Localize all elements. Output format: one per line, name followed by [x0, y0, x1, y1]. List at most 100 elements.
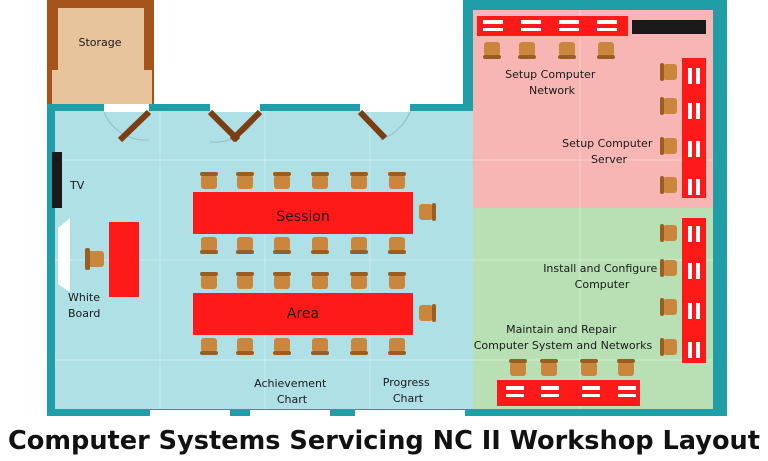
computer-icon [541, 394, 559, 397]
chair [509, 359, 527, 376]
chair [660, 97, 677, 115]
white-board-icon [58, 218, 70, 292]
chair [419, 203, 436, 221]
computer-icon [521, 28, 541, 31]
chair [483, 42, 501, 59]
tv-icon [52, 152, 62, 208]
chair [558, 42, 576, 59]
chair [388, 272, 406, 289]
computer-icon [688, 103, 692, 119]
computer-icon [688, 342, 692, 358]
doors [103, 104, 411, 143]
computer-icon [506, 394, 524, 397]
session-label: Session [276, 209, 329, 225]
chair [388, 237, 406, 254]
chair [311, 237, 329, 254]
install-bench [682, 218, 706, 363]
computer-icon [559, 20, 579, 24]
chair [200, 172, 218, 189]
computer-icon [688, 303, 692, 319]
chair [660, 176, 677, 194]
page-title: Computer Systems Servicing NC II Worksho… [8, 426, 760, 456]
chair [273, 172, 291, 189]
chair [419, 304, 436, 322]
tv-label: TV [69, 179, 85, 192]
chair [660, 137, 677, 155]
maintain-repair-label: Maintain and Repair Computer System and … [474, 323, 653, 352]
progress-chart-label: Progress Chart [383, 376, 433, 405]
computer-icon [597, 20, 617, 24]
chair [236, 272, 254, 289]
computer-icon [696, 226, 700, 242]
chair [597, 42, 615, 59]
computer-icon [582, 386, 600, 390]
teacher-desk [109, 222, 139, 297]
chair [273, 237, 291, 254]
computers [483, 20, 700, 397]
computer-icon [506, 386, 524, 390]
white-board-label: White Board [68, 291, 104, 320]
computer-icon [541, 386, 559, 390]
computer-icon [696, 342, 700, 358]
chair [660, 224, 677, 242]
computer-icon [597, 28, 617, 31]
chairs [200, 42, 677, 376]
chair [200, 237, 218, 254]
chair [617, 359, 635, 376]
computer-icon [688, 68, 692, 84]
computer-icon [696, 141, 700, 157]
achievement-chart-label: Achievement Chart [254, 377, 330, 406]
computer-icon [688, 141, 692, 157]
computer-icon [618, 386, 636, 390]
chair [518, 42, 536, 59]
computer-icon [688, 226, 692, 242]
computer-icon [483, 20, 503, 24]
computer-icon [483, 28, 503, 31]
computer-icon [688, 179, 692, 195]
area-label: Area [287, 306, 319, 322]
chair [311, 338, 329, 355]
computer-icon [696, 179, 700, 195]
computer-icon [696, 303, 700, 319]
chair [200, 272, 218, 289]
chair [311, 172, 329, 189]
chair [350, 237, 368, 254]
server-bench [682, 58, 706, 198]
computer-icon [696, 263, 700, 279]
bottom-windows [150, 410, 465, 416]
area-table [193, 293, 413, 335]
chair [273, 338, 291, 355]
chair [660, 259, 677, 277]
computer-icon [582, 394, 600, 397]
floor-grid [55, 10, 713, 409]
server-rack [632, 20, 706, 34]
storage-area: Storage [47, 0, 154, 104]
repair-bench [497, 380, 640, 406]
install-configure-label: Install and Configure Computer [543, 262, 661, 291]
chair [540, 359, 558, 376]
computer-icon [618, 394, 636, 397]
storage-label: Storage [78, 36, 121, 49]
chair [236, 237, 254, 254]
computer-icon [559, 28, 579, 31]
chair [388, 172, 406, 189]
chair [273, 272, 291, 289]
network-bench [477, 16, 628, 36]
computer-icon [688, 263, 692, 279]
chair [236, 338, 254, 355]
chair [580, 359, 598, 376]
chair [350, 172, 368, 189]
computer-icon [696, 68, 700, 84]
chair [660, 63, 677, 81]
chair [236, 172, 254, 189]
chair [311, 272, 329, 289]
chair [388, 338, 406, 355]
session-table [193, 192, 413, 234]
chair [200, 338, 218, 355]
computer-icon [521, 20, 541, 24]
teacher-chair [85, 248, 104, 270]
chair [660, 338, 677, 356]
chair [660, 298, 677, 316]
setup-server-label: Setup Computer Server [562, 137, 656, 166]
